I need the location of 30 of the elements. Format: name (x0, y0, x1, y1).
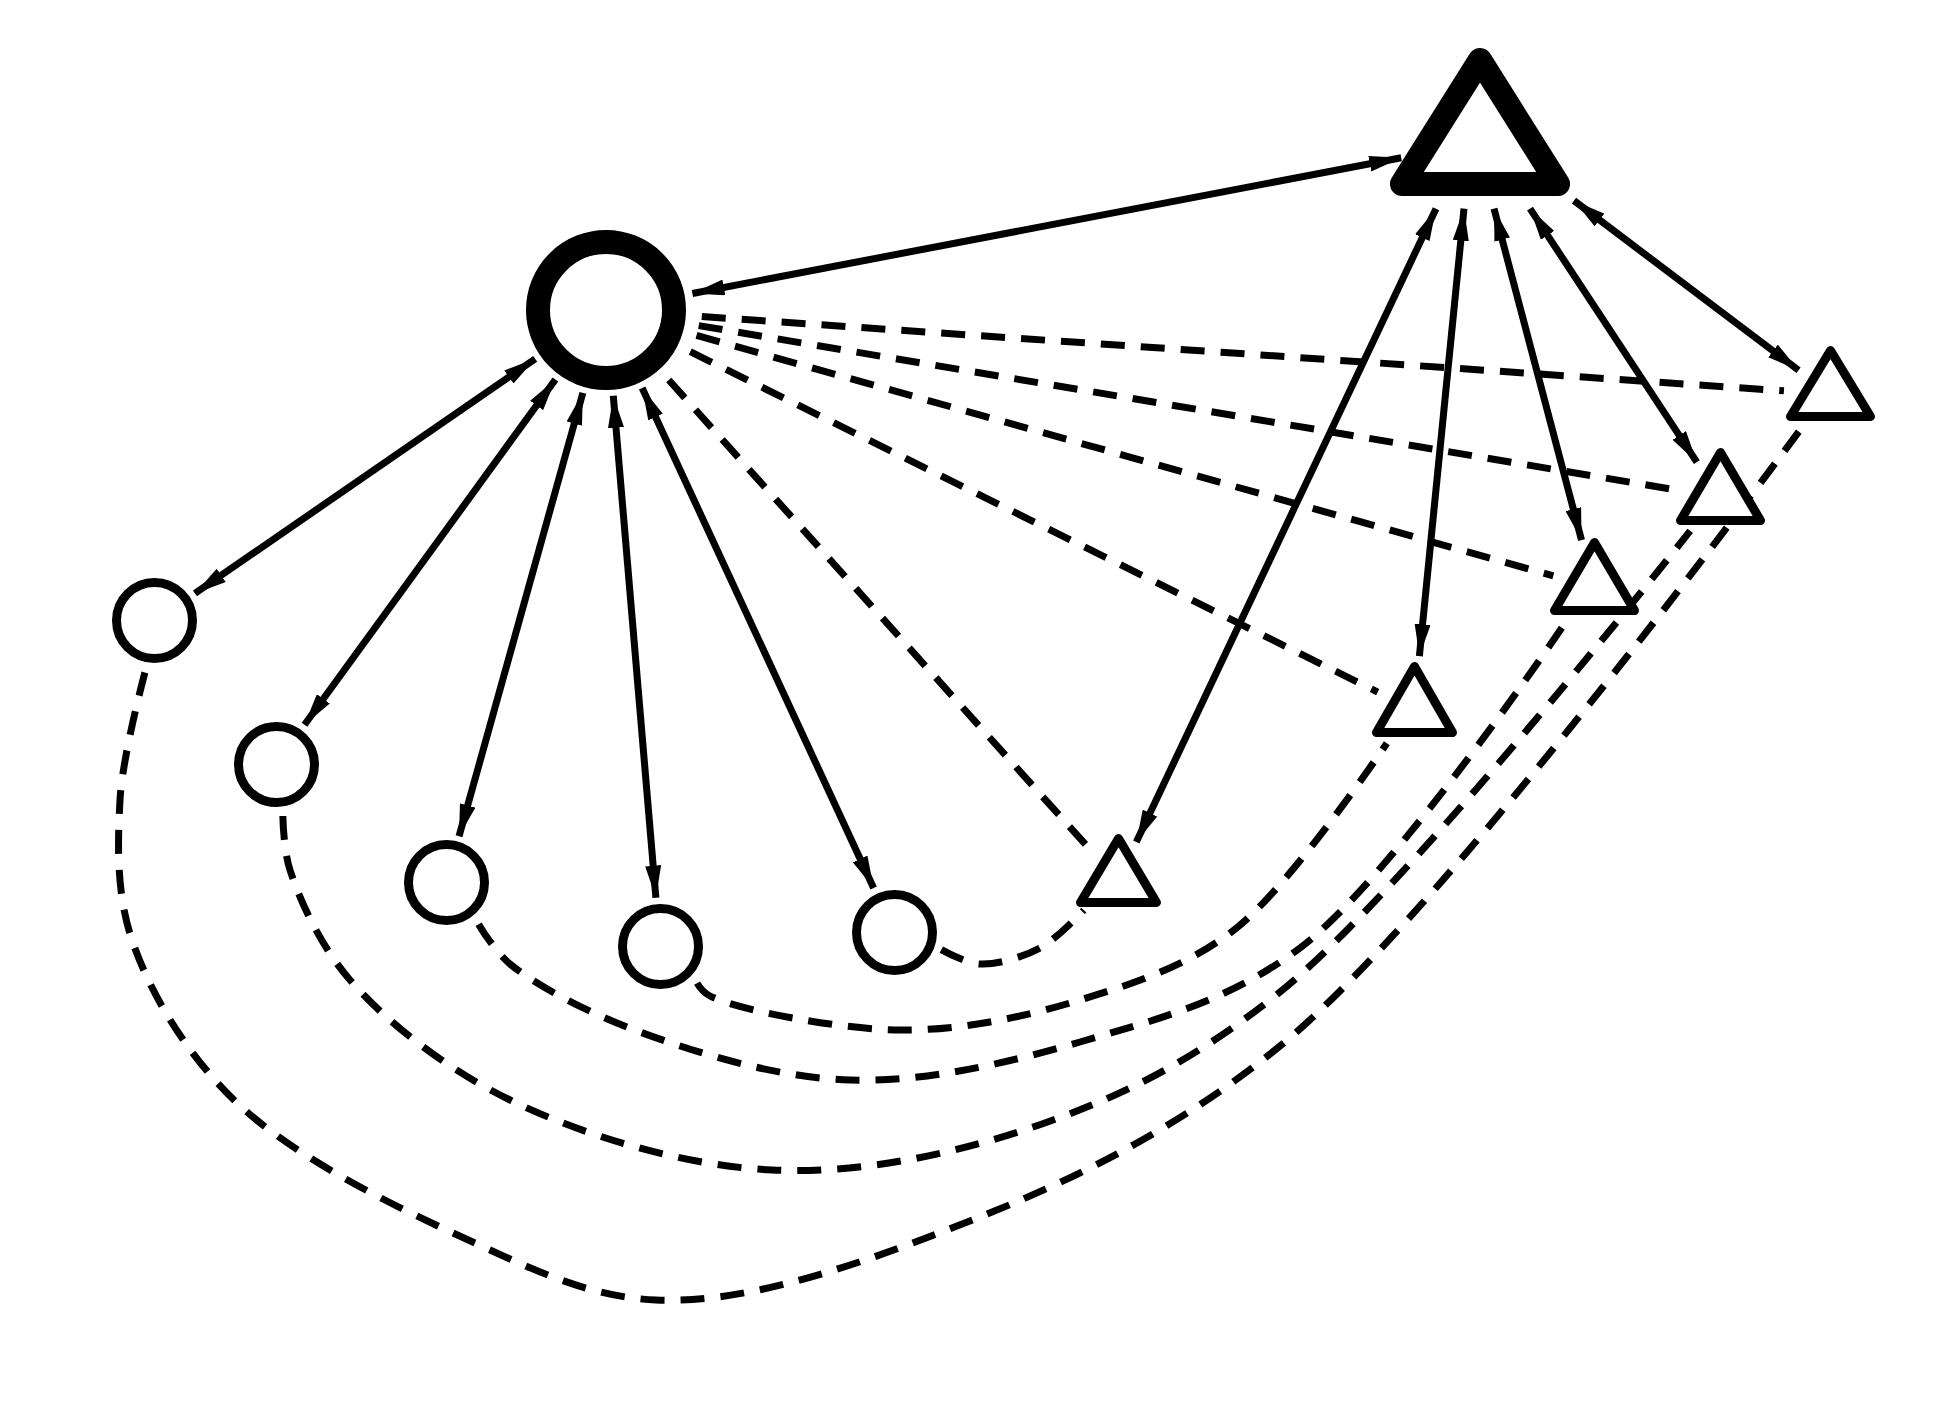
dashed-curve (279, 528, 1693, 1174)
double-headed-arrow (1571, 197, 1801, 374)
triangle-node (1549, 537, 1639, 615)
circle-node (112, 578, 198, 664)
triangle-node (1075, 833, 1161, 907)
dashed-line (695, 332, 1555, 580)
double-headed-arrow (691, 154, 1402, 297)
triangle-node (1675, 447, 1765, 525)
dashed-curve (939, 907, 1087, 968)
dashed-curve (694, 741, 1390, 1034)
double-headed-arrow (192, 355, 538, 597)
double-headed-arrow (301, 377, 559, 727)
circle-node (851, 889, 937, 975)
double-headed-arrow (1133, 207, 1440, 844)
dashed-curve (115, 425, 1805, 1304)
dashed-line (688, 348, 1380, 696)
double-headed-arrow (1414, 208, 1469, 657)
double-headed-arrow (455, 391, 587, 838)
double-headed-arrow (608, 395, 662, 898)
circle-node (403, 840, 489, 926)
double-headed-arrow (1490, 207, 1585, 541)
double-headed-arrow (638, 386, 877, 890)
circle-node (233, 721, 319, 807)
double-headed-arrow (1527, 206, 1700, 465)
dashed-line (701, 313, 1785, 395)
circle-node (526, 230, 686, 390)
triangle-node (1371, 661, 1457, 737)
circle-node (617, 903, 703, 989)
triangle-node (1785, 345, 1875, 421)
triangle-node (1390, 48, 1570, 196)
